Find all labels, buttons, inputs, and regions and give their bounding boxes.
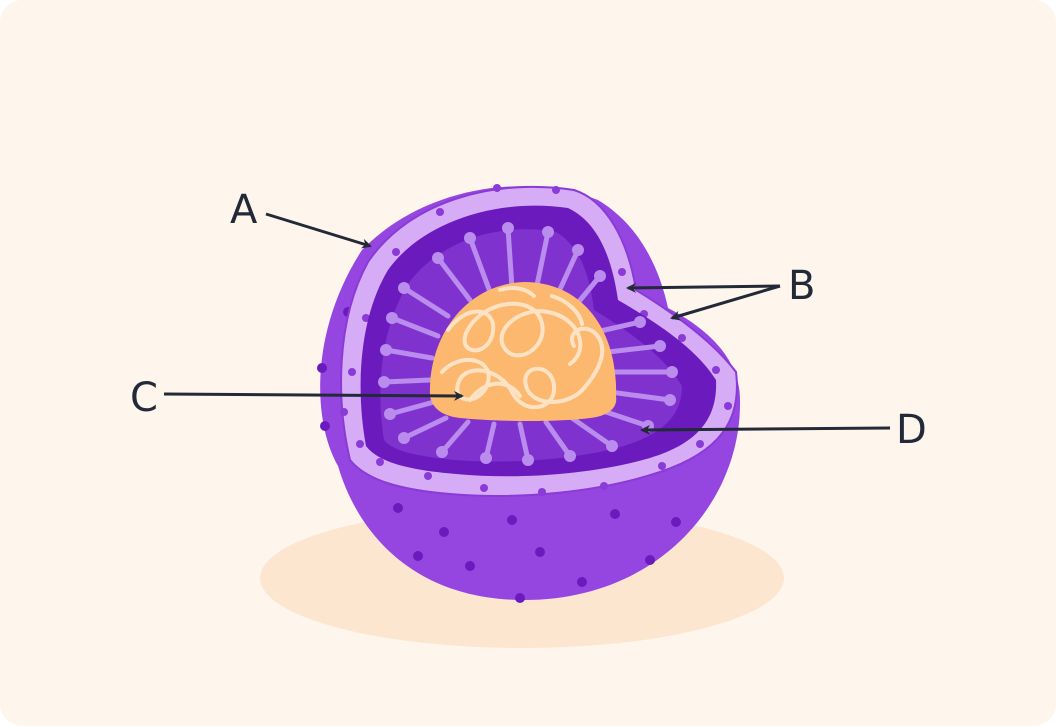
label-d: D	[896, 407, 927, 453]
label-a: A	[230, 187, 258, 233]
arrow-c-icon	[163, 390, 464, 401]
arrow-a-icon	[265, 212, 372, 249]
arrow-d-icon	[640, 424, 891, 435]
villi-tips	[378, 222, 678, 466]
arrow-b-lower-icon	[670, 284, 781, 321]
chromatin-strands	[440, 286, 605, 410]
pointer-arrows	[163, 212, 891, 435]
label-b: B	[788, 263, 816, 309]
arrow-b-upper-icon	[626, 282, 781, 293]
shell-dots	[317, 307, 681, 603]
label-c: C	[130, 375, 158, 421]
